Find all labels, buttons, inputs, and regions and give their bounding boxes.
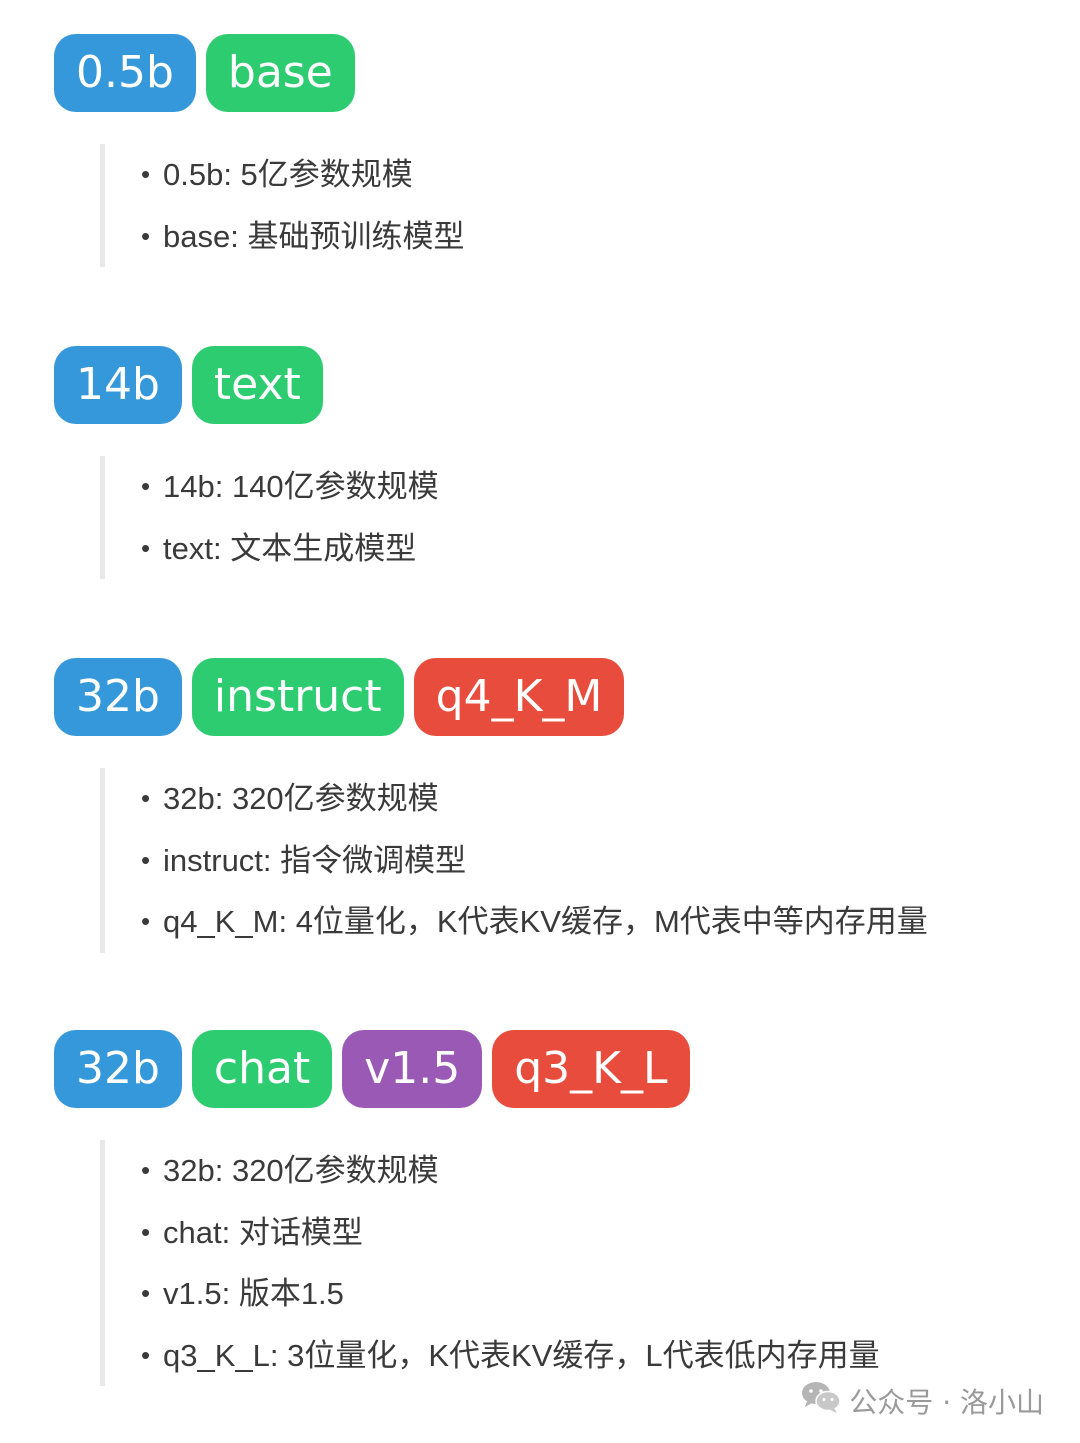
list-item-text: 14b: 140亿参数规模 xyxy=(163,469,439,504)
list-item: • q3_K_L: 3位量化，K代表KV缓存，L代表低内存用量 xyxy=(105,1325,880,1387)
list-item-text: 32b: 320亿参数规模 xyxy=(163,781,439,816)
description-list: •32b: 320亿参数规模 •chat: 对话模型 •v1.5: 版本1.5 … xyxy=(100,1140,880,1386)
list-item: • 14b: 140亿参数规模 xyxy=(105,456,439,518)
list-item-text: 32b: 320亿参数规模 xyxy=(163,1153,439,1188)
description-list: • 32b: 320亿参数规模 • instruct: 指令微调模型 • q4_K_M… xyxy=(100,768,928,953)
tag-type: chat xyxy=(191,1030,333,1108)
watermark-text: 公众号 · 洛小山 xyxy=(849,1385,1044,1419)
watermark: 公众号 · 洛小山 xyxy=(801,1380,1044,1421)
description-list: • 0.5b: 5亿参数规模 • base: 基础预训练模型 xyxy=(100,144,464,267)
list-item: • instruct: 指令微调模型 xyxy=(105,830,928,892)
list-item: • q4_K_M: 4位量化，K代表KV缓存，M代表中等内存用量 xyxy=(105,891,928,953)
list-item: • chat: 对话模型 xyxy=(105,1202,880,1264)
list-item: • 0.5b: 5亿参数规模 xyxy=(105,144,464,206)
tag-size: 32b xyxy=(54,658,182,736)
model-section-1: 0.5b base • 0.5b: 5亿参数规模 • base: 基础预训练模型 xyxy=(54,34,464,267)
tag-row: 32b instruct q4_K_M xyxy=(54,658,625,736)
tag-size: 32b xyxy=(54,1030,182,1108)
list-item-text: v1.5: 版本1.5 xyxy=(163,1276,344,1311)
tag-type: base xyxy=(205,34,355,112)
list-item: • base: 基础预训练模型 xyxy=(105,206,464,268)
tag-row: 0.5b base xyxy=(54,34,355,112)
model-section-3: 32b instruct q4_K_M • 32b: 320亿参数规模 • inst… xyxy=(54,658,928,953)
bullet: • xyxy=(141,844,151,875)
list-item-text: chat: 对话模型 xyxy=(163,1214,363,1250)
list-item-text: q4_K_M: 4位量化，K代表KV缓存，M代表中等内存用量 xyxy=(163,904,928,939)
list-item-text: q3_K_L: 3位量化，K代表KV缓存，L代表低内存用量 xyxy=(163,1337,880,1373)
tag-row: 14b text xyxy=(54,346,323,424)
tag-type: text xyxy=(191,346,323,424)
bullet: • xyxy=(141,783,151,813)
list-item-text: text: 文本生成模型 xyxy=(163,530,417,566)
bullet: • xyxy=(141,1216,151,1247)
list-item: • 32b: 320亿参数规模 xyxy=(105,768,928,830)
model-section-2: 14b text • 14b: 140亿参数规模 • text: 文本生成模型 xyxy=(54,346,439,579)
bullet: • xyxy=(141,220,151,251)
bullet: • xyxy=(141,1339,151,1370)
wechat-icon xyxy=(801,1380,842,1421)
list-item: • text: 文本生成模型 xyxy=(105,518,439,580)
tag-row: 32b chat v1.5 q3_K_L xyxy=(54,1030,690,1108)
tag-version: v1.5 xyxy=(342,1030,483,1108)
tag-quant: q3_K_L xyxy=(492,1030,690,1108)
bullet: • xyxy=(141,1278,151,1308)
bullet: • xyxy=(141,1155,151,1185)
list-item: • v1.5: 版本1.5 xyxy=(105,1263,880,1325)
list-item-text: base: 基础预训练模型 xyxy=(163,218,465,254)
tag-type: instruct xyxy=(191,658,404,736)
list-item-text: instruct: 指令微调模型 xyxy=(163,842,467,878)
tag-size: 14b xyxy=(54,346,182,424)
list-item: • 32b: 320亿参数规模 xyxy=(105,1140,880,1202)
bullet: • xyxy=(141,906,151,936)
bullet: • xyxy=(141,159,151,189)
tag-size: 0.5b xyxy=(54,34,196,112)
description-list: • 14b: 140亿参数规模 • text: 文本生成模型 xyxy=(100,456,439,579)
bullet: • xyxy=(141,532,151,563)
tag-quant: q4_K_M xyxy=(413,658,625,736)
list-item-text: 0.5b: 5亿参数规模 xyxy=(163,157,413,192)
model-section-4: 32b chat v1.5 q3_K_L • 32b: 320亿参数规模 • cha… xyxy=(54,1030,880,1386)
bullet: • xyxy=(141,471,151,501)
